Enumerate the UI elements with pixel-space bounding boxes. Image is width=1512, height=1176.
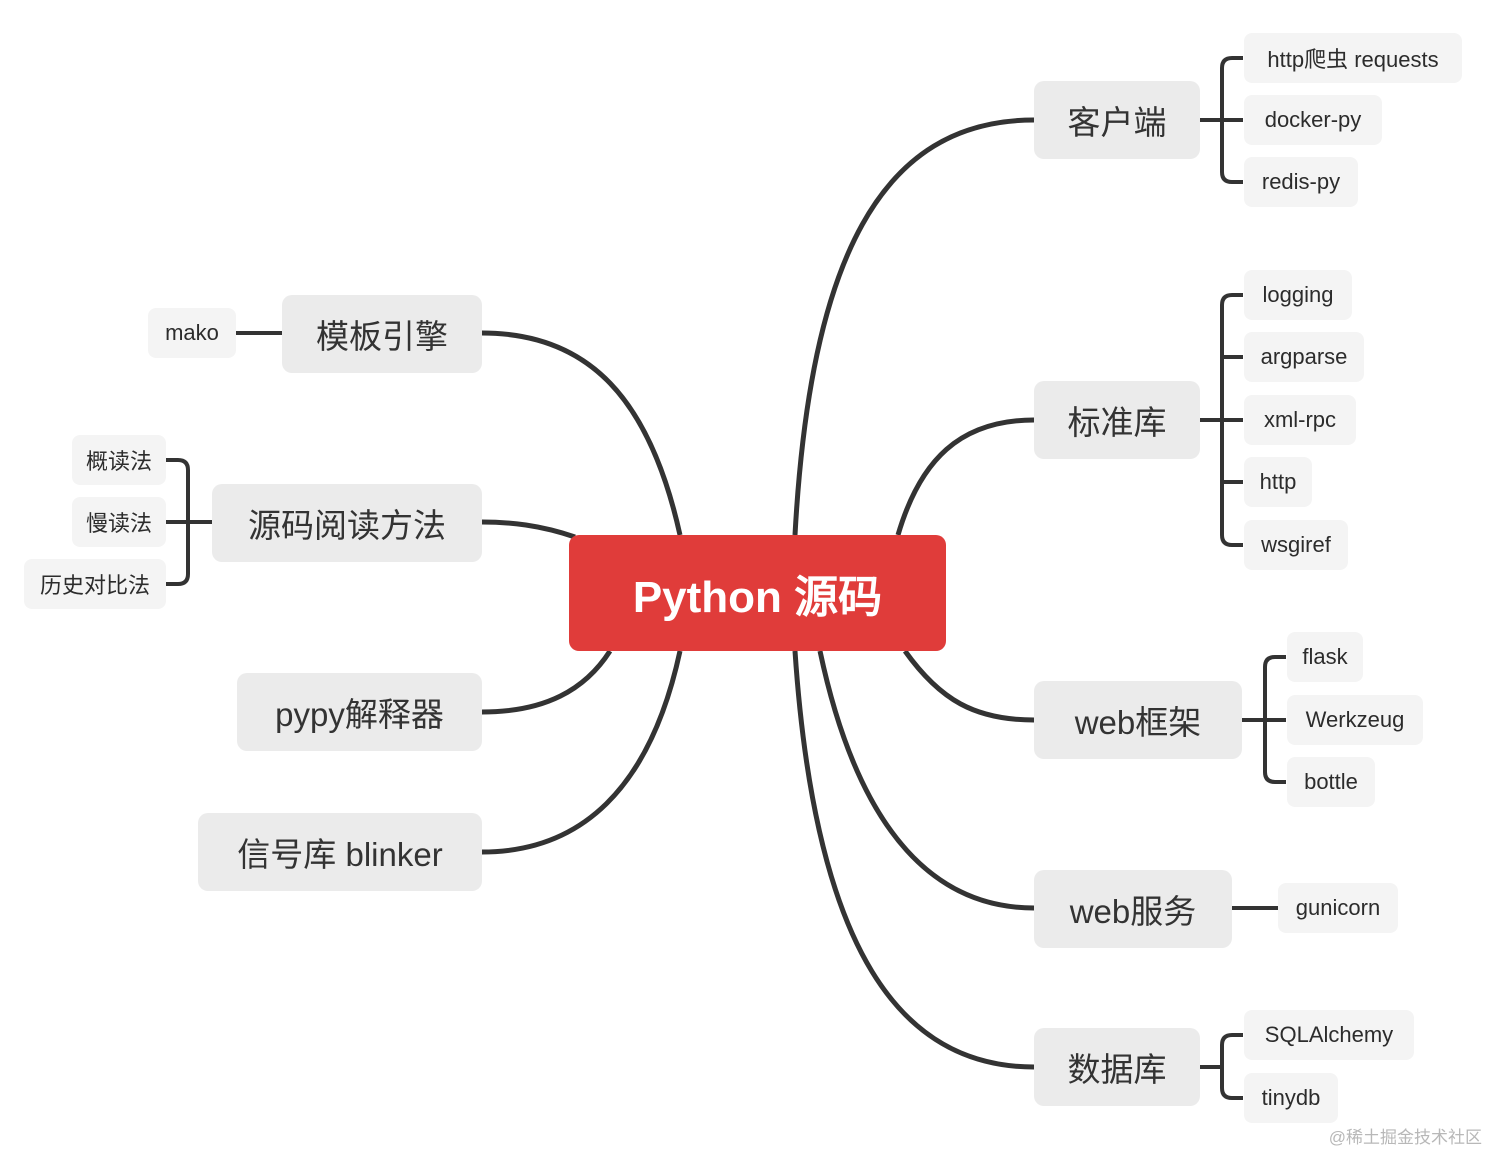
topic-reading-methods[interactable]: 源码阅读方法 xyxy=(212,484,482,562)
leaf-requests[interactable]: http爬虫 requests xyxy=(1244,33,1462,83)
leaf-xml-rpc[interactable]: xml-rpc xyxy=(1244,395,1356,445)
connector-root-blinker xyxy=(481,650,683,855)
topic-template-engine[interactable]: 模板引擎 xyxy=(282,295,482,373)
topic-web-service[interactable]: web服务 xyxy=(1034,870,1232,948)
leaf-http[interactable]: http xyxy=(1244,457,1312,507)
leaf-skim-reading[interactable]: 概读法 xyxy=(72,435,166,485)
bracket-webframework xyxy=(1242,655,1286,784)
leaf-sqlalchemy[interactable]: SQLAlchemy xyxy=(1244,1010,1414,1060)
bracket-database xyxy=(1200,1033,1243,1100)
leaf-werkzeug[interactable]: Werkzeug xyxy=(1287,695,1423,745)
topic-database[interactable]: 数据库 xyxy=(1034,1028,1200,1106)
connector-root-webservice xyxy=(817,650,1035,911)
watermark: @稀土掘金技术社区 xyxy=(1328,1128,1482,1147)
leaf-logging[interactable]: logging xyxy=(1244,270,1352,320)
leaf-mako[interactable]: mako xyxy=(148,308,236,358)
connector-root-template xyxy=(481,330,683,536)
leaf-bottle[interactable]: bottle xyxy=(1287,757,1375,807)
connector-root-pypy xyxy=(481,649,613,715)
topic-client[interactable]: 客户端 xyxy=(1034,81,1200,159)
leaf-flask[interactable]: flask xyxy=(1287,632,1363,682)
leaf-redis-py[interactable]: redis-py xyxy=(1244,157,1358,207)
connector-root-client xyxy=(792,117,1035,536)
connector-root-webframework xyxy=(902,649,1035,723)
connector-root-reading xyxy=(481,519,576,540)
leaf-tinydb[interactable]: tinydb xyxy=(1244,1073,1338,1123)
leaf-wsgiref[interactable]: wsgiref xyxy=(1244,520,1348,570)
leaf-docker-py[interactable]: docker-py xyxy=(1244,95,1382,145)
bracket-client xyxy=(1200,56,1243,184)
topic-blinker[interactable]: 信号库 blinker xyxy=(198,813,482,891)
bracket-reading xyxy=(166,458,212,586)
bracket-stdlib xyxy=(1200,293,1243,547)
leaf-gunicorn[interactable]: gunicorn xyxy=(1278,883,1398,933)
leaf-argparse[interactable]: argparse xyxy=(1244,332,1364,382)
topic-web-framework[interactable]: web框架 xyxy=(1034,681,1242,759)
topic-stdlib[interactable]: 标准库 xyxy=(1034,381,1200,459)
root-node[interactable]: Python 源码 xyxy=(569,535,946,651)
connector-root-database xyxy=(792,650,1035,1070)
topic-pypy[interactable]: pypy解释器 xyxy=(237,673,482,751)
connector-root-stdlib xyxy=(895,417,1035,536)
leaf-history-compare[interactable]: 历史对比法 xyxy=(24,559,166,609)
leaf-slow-reading[interactable]: 慢读法 xyxy=(72,497,166,547)
